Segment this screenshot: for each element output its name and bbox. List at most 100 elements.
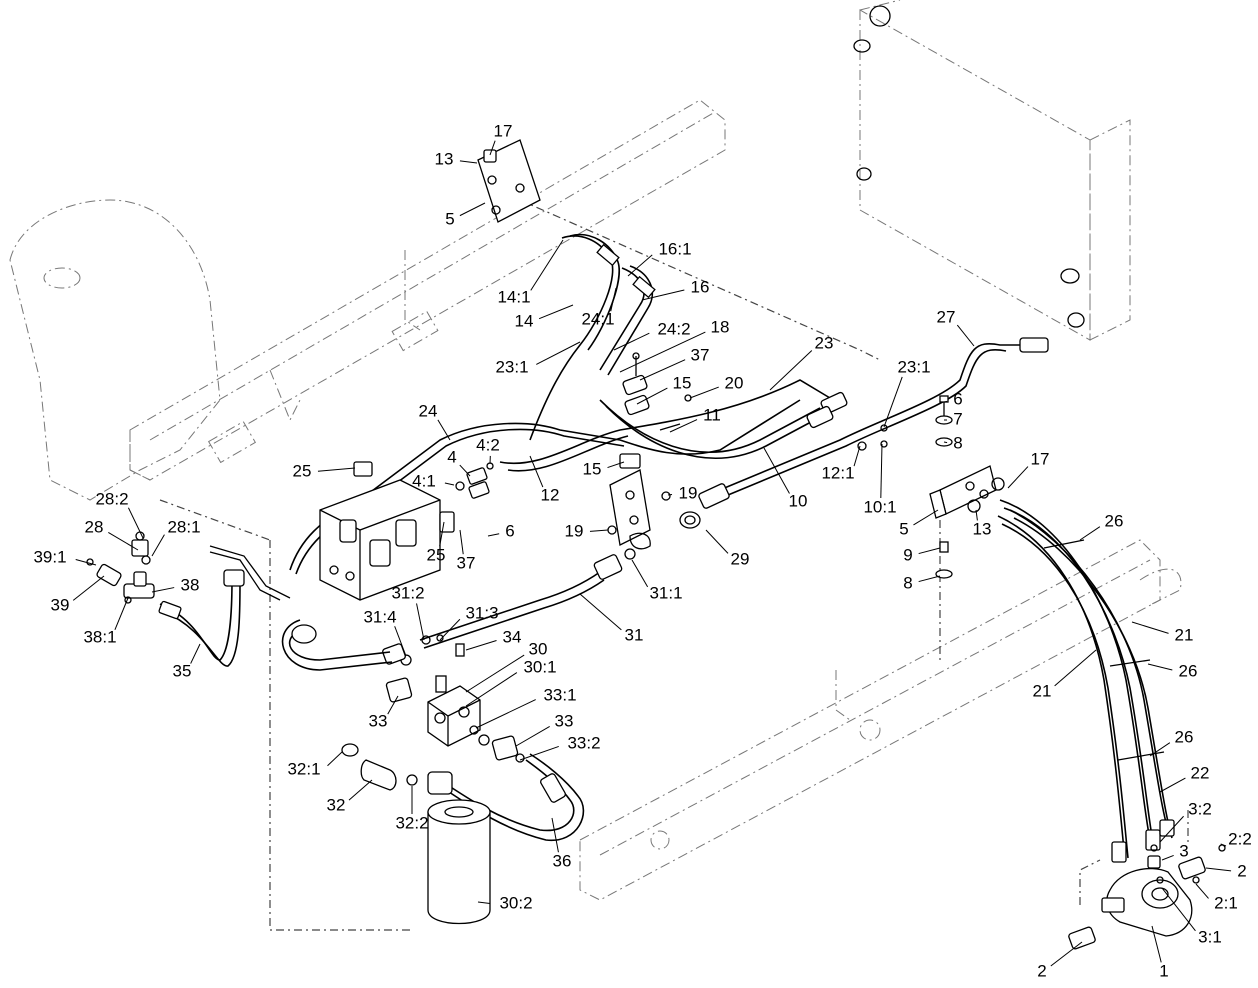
callout-label: 30 <box>529 639 548 658</box>
leader-line <box>853 445 861 467</box>
leader-line <box>190 643 201 664</box>
leader-line <box>529 455 544 488</box>
callout-label: 28:2 <box>95 489 128 508</box>
callout-label: 13 <box>435 149 454 168</box>
leader-line <box>627 254 653 277</box>
callout-label: 11 <box>703 405 721 424</box>
main-hoses <box>289 337 1049 575</box>
callout-label: 24:2 <box>657 319 690 338</box>
callout-label: 33:1 <box>543 685 576 704</box>
leader-line <box>348 779 373 801</box>
callout-label: 37 <box>457 553 476 572</box>
nut-29 <box>679 511 701 529</box>
callout-label: 6 <box>505 521 514 540</box>
center-bracket <box>607 453 671 550</box>
callout-label: 3 <box>1179 841 1188 860</box>
callout-label: 4:2 <box>476 435 500 454</box>
leader-line <box>1151 925 1162 963</box>
callout-label: 28 <box>85 517 104 536</box>
leader-line <box>641 289 685 301</box>
upper-frame-rail <box>129 99 726 481</box>
callout-label: 15 <box>673 373 692 392</box>
callout-label: 20 <box>725 373 744 392</box>
leader-line <box>108 532 139 551</box>
leader-line <box>619 331 706 373</box>
leader-line <box>956 324 975 347</box>
leader-line <box>1205 867 1232 872</box>
callout-label: 27 <box>937 307 956 326</box>
callout-label: 3:2 <box>1188 799 1212 818</box>
filter-head <box>427 643 481 747</box>
callout-label: 38:1 <box>83 627 116 646</box>
callout-label: 31:3 <box>465 603 498 622</box>
leader-line <box>75 559 97 566</box>
leader-line <box>610 287 617 312</box>
callout-label: 33:2 <box>567 733 600 752</box>
leader-line <box>943 441 948 444</box>
leader-line <box>459 160 478 164</box>
leader-line <box>1054 649 1097 687</box>
callout-label: 35 <box>173 661 192 680</box>
callout-label: 5 <box>899 519 908 538</box>
leader-line <box>1050 941 1083 967</box>
callout-label: 30:1 <box>523 657 556 676</box>
fitting-32 <box>341 743 453 795</box>
callout-label: 26 <box>1179 661 1198 680</box>
callout-label: 31:1 <box>649 583 682 602</box>
fittings-33 <box>385 677 525 763</box>
leader-line <box>1149 742 1171 757</box>
leader-line <box>519 745 559 761</box>
leader-line <box>439 521 445 547</box>
callout-label: 38 <box>181 575 200 594</box>
leader-line <box>459 202 486 217</box>
callout-label: 16 <box>691 277 710 296</box>
leader-line <box>317 467 356 472</box>
leader-line <box>459 464 471 477</box>
callout-label: 10:1 <box>863 497 896 516</box>
leader-line <box>1161 854 1174 861</box>
callout-label: 14 <box>515 311 534 330</box>
leader-line <box>918 547 941 555</box>
callout-label: 19 <box>565 521 584 540</box>
callout-label: 9 <box>903 545 912 564</box>
callout-label: 3:1 <box>1198 927 1222 946</box>
leader-line <box>536 341 581 365</box>
fittings-4 <box>455 462 494 499</box>
leader-line <box>705 529 729 554</box>
callout-label: 4:1 <box>412 471 436 490</box>
leader-line <box>465 654 525 693</box>
callout-label: 17 <box>494 121 513 140</box>
callout-label: 23:1 <box>897 357 930 376</box>
callout-label: 10 <box>789 491 808 510</box>
lower-frame-rail <box>579 539 1182 901</box>
leader-line <box>880 443 883 499</box>
callout-label: 39:1 <box>33 547 66 566</box>
leader-line <box>459 529 464 555</box>
pump-assembly <box>1068 844 1226 950</box>
callout-label: 13 <box>973 519 992 538</box>
callout-label: 1 <box>1159 961 1168 980</box>
leader-line <box>465 640 497 651</box>
hose-loop-left <box>281 619 393 671</box>
leader-line <box>607 461 625 469</box>
filter-canister <box>427 799 491 925</box>
leader-line <box>631 559 649 588</box>
callout-label: 32:2 <box>395 813 428 832</box>
callout-label: 4 <box>447 447 456 466</box>
leader-line <box>1161 887 1196 932</box>
callout-label: 16:1 <box>658 239 691 258</box>
callout-label: 32:1 <box>287 759 320 778</box>
right-bracket <box>929 395 1005 579</box>
callout-label: 28:1 <box>167 517 200 536</box>
leader-line <box>667 494 673 496</box>
small-orings-right <box>857 424 888 451</box>
leader-line <box>151 587 175 593</box>
callout-label: 25 <box>427 545 446 564</box>
leader-line <box>913 509 939 526</box>
leader-line <box>437 419 451 441</box>
leader-line <box>1220 843 1227 847</box>
leader-line <box>1131 621 1169 634</box>
callout-label: 33 <box>555 711 574 730</box>
callout-label: 19 <box>679 483 698 502</box>
